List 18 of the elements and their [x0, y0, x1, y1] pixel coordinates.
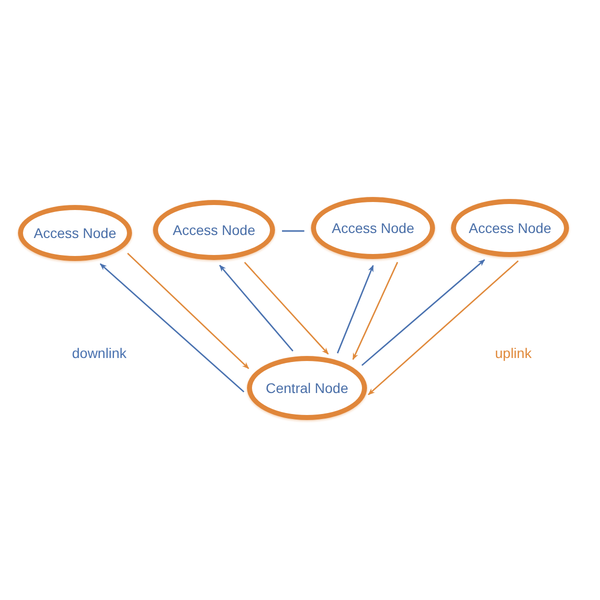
arrow [219, 264, 294, 352]
arrow [361, 259, 486, 366]
ellipse-node [247, 356, 367, 420]
connector-line [282, 230, 304, 232]
node-label: Central Node [266, 378, 348, 398]
link-direction-label: uplink [495, 344, 532, 363]
node-label: Access Node [34, 224, 116, 242]
link-direction-label: downlink [72, 344, 126, 363]
ellipse-node [18, 205, 132, 261]
node-label: Access Node [332, 218, 414, 238]
arrow [336, 264, 374, 354]
node-label: Access Node [468, 218, 552, 238]
arrow [244, 262, 329, 355]
node-label: Access Node [172, 220, 256, 240]
arrow [100, 263, 244, 392]
arrow [352, 262, 398, 360]
arrow [127, 252, 250, 369]
arrow [368, 260, 519, 396]
